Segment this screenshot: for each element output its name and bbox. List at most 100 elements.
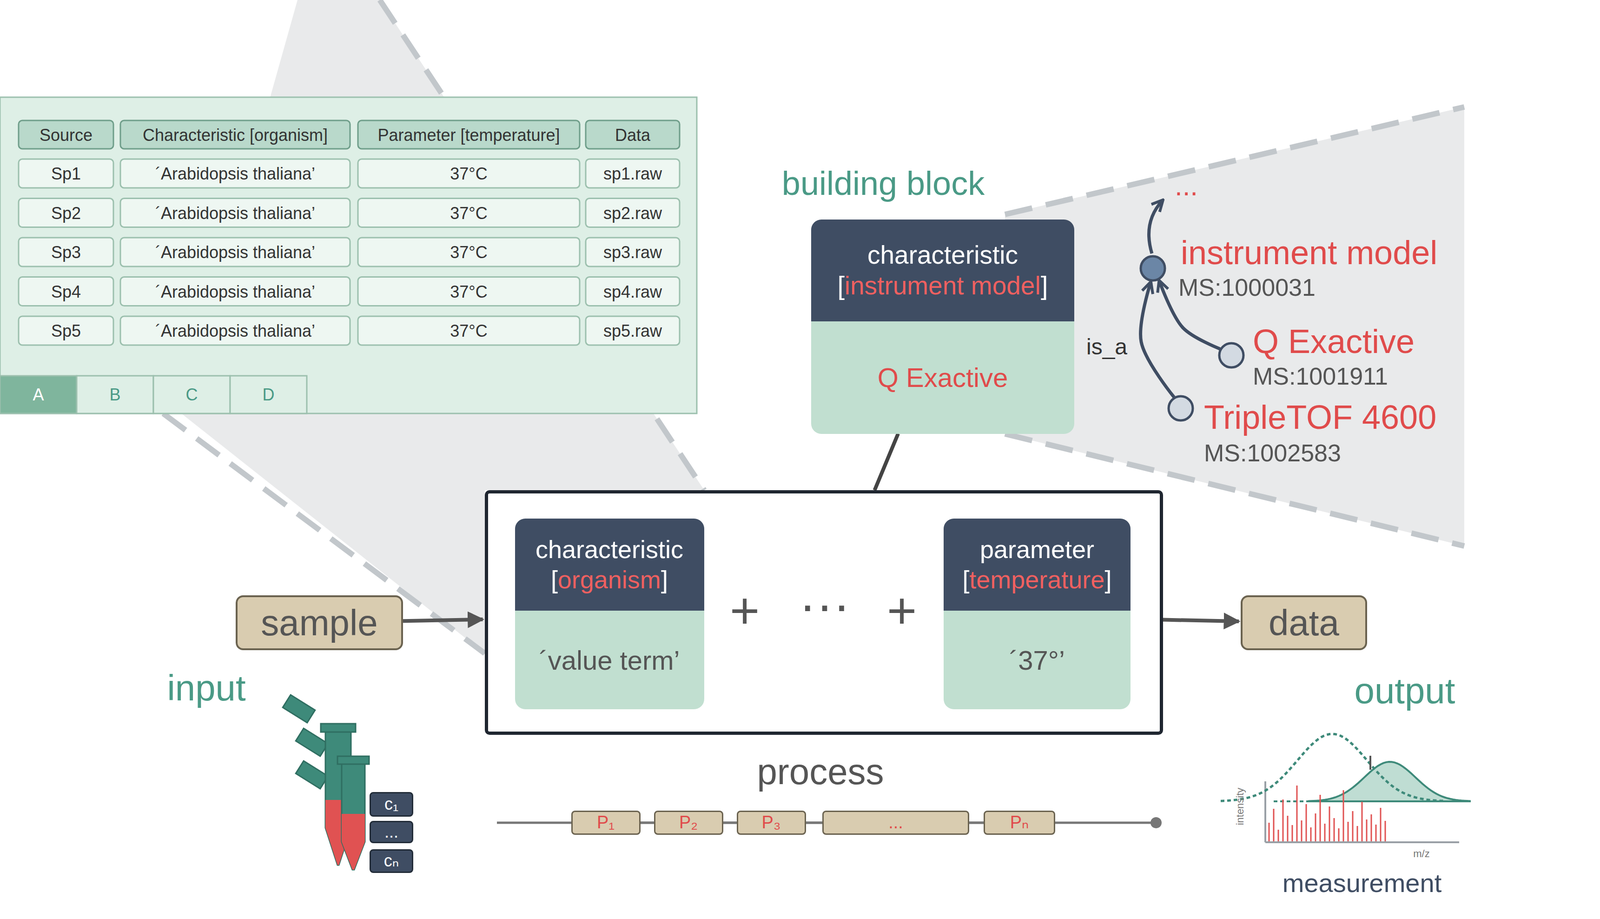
ontology-term: TripleTOF 4600MS:1002583 (1166, 394, 1195, 423)
table-cell: Sp3 (51, 243, 81, 262)
node-text: P₃ (761, 812, 781, 833)
process-step: P₁ (571, 810, 641, 835)
process-box: +···+characteristic[organism]´value term… (484, 489, 1164, 735)
node-text: organism (557, 565, 662, 594)
process-step: P₂ (654, 810, 724, 835)
node-text: + (886, 584, 917, 636)
connector (1140, 283, 1175, 397)
sample-tubes (282, 694, 370, 870)
table-cell: sp3.raw (603, 243, 662, 262)
node-text: + (729, 584, 760, 636)
zoom-line (1004, 106, 1465, 215)
node-text: data (1268, 601, 1340, 644)
input-label: input (166, 667, 246, 708)
condition-box: ... (369, 820, 414, 843)
connector (969, 821, 984, 824)
table-cell: ´Arabidopsis thaliana’ (155, 321, 316, 341)
node-text: c₁ (384, 794, 399, 814)
node-text: ´37°’ (1009, 644, 1065, 676)
table-cell: 37°C (449, 243, 488, 262)
block-value: ´value term’ (515, 610, 705, 709)
node-text: instrument model (1180, 234, 1438, 272)
node-text: temperature (969, 565, 1105, 594)
building-block: characteristic [instrument model] Q Exacti… (811, 219, 1075, 434)
sheet-tab: D (262, 385, 275, 404)
table-cell: ´Arabidopsis thaliana’ (155, 282, 316, 302)
axis-label: m/z (1413, 847, 1430, 860)
node-text: ] (661, 565, 668, 594)
output-box: data (1240, 595, 1368, 650)
process-step: P₃ (736, 810, 807, 835)
spreadsheet-panel (0, 97, 697, 414)
process-step: Pₙ (983, 810, 1056, 835)
sheet-tab: B (109, 385, 121, 404)
node-text: ... (384, 822, 399, 841)
table-cell: Sp4 (51, 282, 81, 302)
node-text: ] (1040, 271, 1048, 300)
ontology-term: Q ExactiveMS:1001911 (1217, 341, 1246, 370)
measurement-label: measurement (1282, 868, 1442, 898)
axis-label: intensity (1234, 787, 1246, 826)
zoom-line (163, 413, 485, 654)
table-cell: 37°C (449, 164, 488, 184)
spectrum-chart (1220, 733, 1470, 842)
input-box: sample (235, 595, 404, 650)
table-cell: 37°C (449, 204, 488, 223)
condition-box: cₙ (369, 848, 414, 873)
block-header: parameter[temperature] (943, 518, 1131, 611)
table-header: Data (614, 125, 651, 145)
section-title: building block (781, 165, 985, 202)
table-cell: 37°C (449, 282, 488, 302)
is-a-arrow (1149, 200, 1163, 254)
node-text: characteristic (867, 240, 1019, 270)
table-cell: sp2.raw (603, 204, 662, 223)
process-step: ... (822, 810, 970, 835)
node-text: [ (550, 565, 558, 594)
table-cell: ´Arabidopsis thaliana’ (155, 204, 316, 223)
node-text: Pₙ (1010, 812, 1030, 833)
condition-box: c₁ (369, 791, 414, 817)
block-value: ´37°’ (943, 610, 1131, 709)
node-text: Q Exactive (1252, 323, 1415, 360)
table-cell: sp1.raw (603, 164, 662, 184)
node-text: instrument model (844, 271, 1041, 300)
process-label: process (756, 751, 884, 792)
table-cell: sp4.raw (603, 282, 662, 302)
term-circle (1217, 341, 1246, 370)
node-text: parameter (979, 535, 1095, 563)
ontology-term: instrument modelMS:1000031 (1138, 254, 1167, 283)
sheet-tab: C (185, 385, 199, 404)
sheet-tab: A (32, 385, 44, 404)
node-text: [ (837, 271, 845, 300)
building-block: parameter[temperature] ´37°’ (943, 518, 1131, 709)
block-header: characteristic[organism] (515, 518, 705, 611)
node-text: MS:1001911 (1252, 363, 1389, 390)
ellipsis: ... (1174, 170, 1198, 202)
node-text: MS:1002583 (1203, 439, 1342, 467)
table-header: Source (39, 125, 93, 145)
block-header: characteristic [instrument model] (811, 219, 1075, 322)
term-circle (1166, 394, 1195, 423)
node-text: Q Exactive (877, 361, 1008, 393)
block-value: Q Exactive (811, 321, 1075, 434)
table-cell: 37°C (449, 321, 488, 341)
table-cell: Sp1 (51, 164, 81, 184)
node-text: ] (1104, 565, 1112, 594)
node-text: MS:1000031 (1178, 274, 1316, 301)
node-text: ... (888, 812, 904, 833)
node-text: ´value term’ (539, 644, 681, 676)
table-cell: ´Arabidopsis thaliana’ (155, 243, 316, 262)
table-cell: Sp5 (51, 321, 81, 341)
output-label: output (1354, 670, 1456, 711)
connector (874, 433, 899, 491)
connector (640, 821, 655, 824)
timeline-end (1150, 816, 1162, 828)
connector (403, 619, 483, 621)
node-text: sample (260, 601, 378, 644)
connector (806, 821, 823, 824)
node-text: TripleTOF 4600 (1203, 398, 1437, 436)
node-text: cₙ (383, 851, 399, 870)
table-cell: Sp2 (51, 204, 81, 223)
table-cell: ´Arabidopsis thaliana’ (155, 164, 316, 184)
node-text: P₁ (596, 812, 615, 833)
